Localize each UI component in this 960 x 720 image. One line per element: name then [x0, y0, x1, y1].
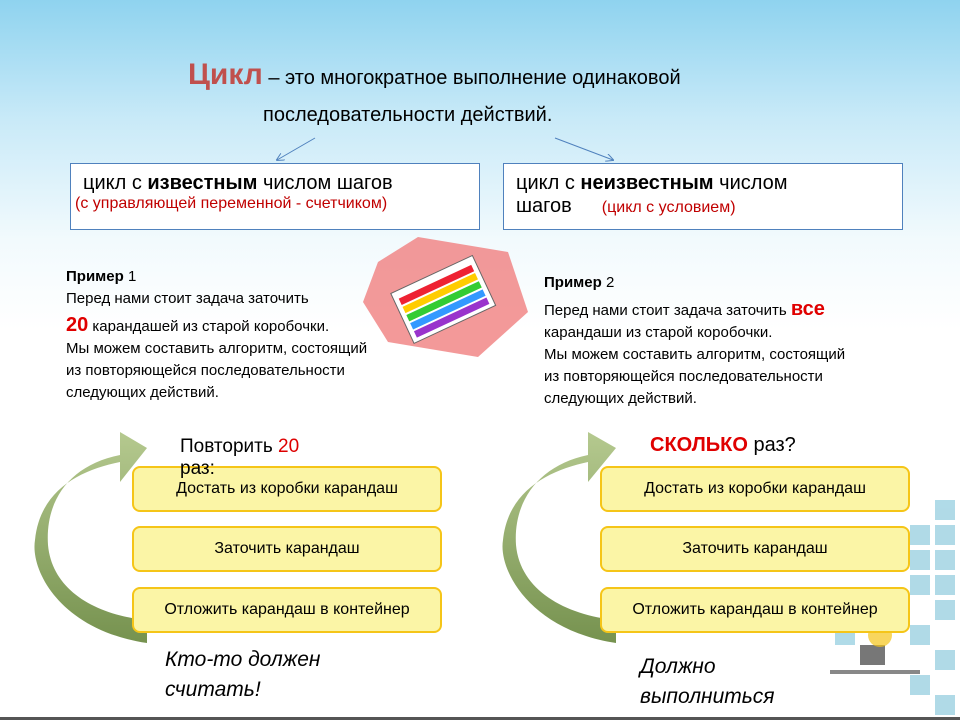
- text: 1: [123, 268, 137, 285]
- loop1-note: Кто-то должен считать!: [165, 645, 320, 705]
- known-count-loop-box: цикл с известным числом шагов (с управля…: [70, 163, 480, 230]
- loop1-step-1: Достать из коробки карандаш: [132, 466, 442, 512]
- loop2-step-3: Отложить карандаш в контейнер: [600, 587, 910, 633]
- text: следующих действий.: [544, 390, 697, 407]
- subtitle: (цикл с условием): [601, 199, 736, 216]
- text: шагов: [516, 195, 572, 217]
- example-2: Пример 2 Перед нами стоит задача заточит…: [544, 272, 845, 410]
- slide-title-line2: последовательности действий.: [263, 104, 553, 126]
- text: числом: [713, 172, 788, 194]
- pencil-box-image: [363, 237, 528, 357]
- text: Мы можем составить алгоритм, состоящий: [544, 346, 846, 363]
- loop-arrow-left: [34, 432, 147, 643]
- title-word: Цикл: [188, 58, 263, 91]
- example-1: Пример 1 Перед нами стоит задача заточит…: [66, 266, 367, 404]
- text: из повторяющейся последовательности: [544, 368, 823, 385]
- text: неизвестным: [580, 172, 714, 194]
- title-rest: – это многократное выполнение одинаковой: [262, 67, 681, 89]
- text: раз:: [180, 458, 215, 479]
- text: известным: [147, 172, 258, 194]
- loop1-header: Повторить 20 раз:: [180, 436, 299, 480]
- loop2-step-2: Заточить карандаш: [600, 526, 910, 572]
- text: числом шагов: [257, 172, 393, 194]
- text: раз?: [747, 434, 796, 456]
- arrow-left: [277, 137, 316, 160]
- text: Повторить: [180, 436, 279, 457]
- unknown-count-loop-box: цикл с неизвестным числом шагов (цикл с у…: [503, 163, 903, 230]
- loop1-step-3: Отложить карандаш в контейнер: [132, 587, 442, 633]
- text: из повторяющейся последовательности: [66, 362, 345, 379]
- text: Пример: [66, 268, 124, 285]
- loop-arrow-right: [502, 432, 616, 643]
- text: Кто-то должен: [165, 648, 321, 671]
- text: считать!: [165, 678, 261, 701]
- text: все: [790, 298, 825, 320]
- text: карандаши из старой коробочки.: [544, 324, 773, 341]
- text: Перед нами стоит задача заточить: [544, 302, 791, 319]
- text: следующих действий.: [66, 384, 219, 401]
- arrow-right: [554, 137, 613, 160]
- text: Мы можем составить алгоритм, состоящий: [66, 340, 368, 357]
- text: СКОЛЬКО: [650, 434, 748, 456]
- loop2-note: Должно выполниться: [640, 652, 775, 712]
- text: 2: [601, 274, 615, 291]
- text: Перед нами стоит задача заточить: [66, 290, 309, 307]
- bottom-border: [0, 717, 960, 720]
- text: карандашей из старой коробочки.: [88, 318, 330, 335]
- text: Должно: [640, 655, 716, 678]
- subtitle: (с управляющей переменной - счетчиком): [75, 195, 388, 212]
- text: 20: [278, 436, 300, 457]
- text: выполниться: [640, 685, 775, 708]
- text: цикл с: [83, 172, 148, 194]
- loop2-step-1: Достать из коробки карандаш: [600, 466, 910, 512]
- text: цикл с: [516, 172, 581, 194]
- text: 20: [66, 314, 89, 336]
- slide-title: Цикл – это многократное выполнение одина…: [188, 58, 681, 92]
- loop1-step-2: Заточить карандаш: [132, 526, 442, 572]
- loop2-header: СКОЛЬКО раз?: [650, 434, 796, 457]
- loop-arrows: [34, 432, 616, 643]
- text: Пример: [544, 274, 602, 291]
